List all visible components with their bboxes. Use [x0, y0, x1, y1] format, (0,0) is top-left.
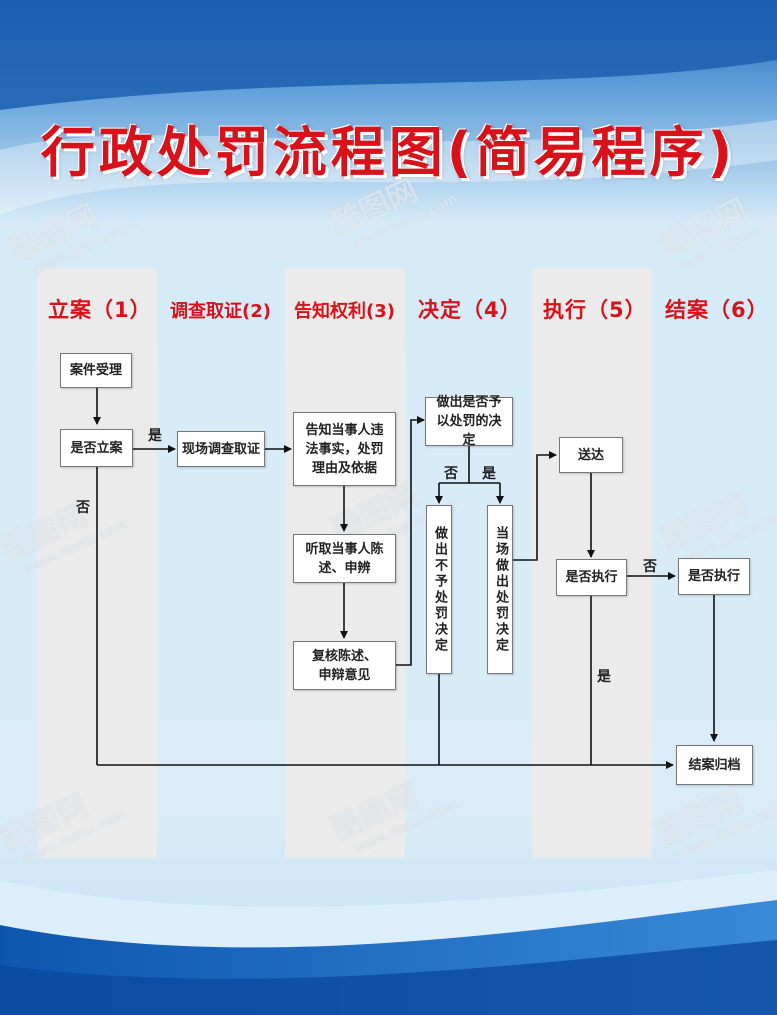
- edge-label-execute-no: 否: [643, 559, 657, 575]
- column-header-notify-rights: 告知权利(3): [294, 301, 395, 322]
- column-header-execution: 执行（5）: [543, 298, 647, 322]
- node-deliver: 送达: [559, 437, 623, 473]
- column-header-closing: 结案（6）: [665, 298, 769, 322]
- column-header-decision: 决定（4）: [418, 298, 522, 322]
- edge-label-file-no: 否: [76, 500, 90, 516]
- edge-label-decide-no: 否: [444, 466, 458, 482]
- node-no-penalty: 做出不予处罚决定: [426, 505, 452, 674]
- node-on-site-penalty: 当场做出处罚决定: [487, 505, 513, 674]
- node-file-decision: 是否立案: [60, 429, 133, 467]
- node-review-statement: 复核陈述、申辩意见: [293, 641, 396, 690]
- node-notify-party: 告知当事人违法事实，处罚理由及依据: [293, 412, 396, 486]
- column-header-investigation: 调查取证(2): [170, 301, 271, 322]
- node-execute-check-6: 是否执行: [678, 558, 750, 595]
- edge-label-file-yes: 是: [148, 428, 162, 444]
- node-hear-statement: 听取当事人陈述、申辨: [293, 534, 396, 583]
- arrow-review-to-decide: [396, 416, 425, 666]
- node-accept-case: 案件受理: [60, 353, 132, 388]
- edge-label-decide-yes: 是: [482, 466, 496, 482]
- node-decide-penalty: 做出是否予以处罚的决定: [425, 395, 513, 448]
- page-title: 行政处罚流程图(简易程序): [40, 121, 737, 184]
- column-header-filing: 立案（1）: [48, 298, 152, 322]
- node-execute-check-5: 是否执行: [556, 559, 627, 596]
- node-archive: 结案归档: [676, 745, 753, 785]
- node-onsite-investigation: 现场调查取证: [177, 431, 265, 467]
- arrow-penalty-to-deliver: [513, 451, 557, 561]
- edge-label-execute-yes: 是: [597, 669, 611, 685]
